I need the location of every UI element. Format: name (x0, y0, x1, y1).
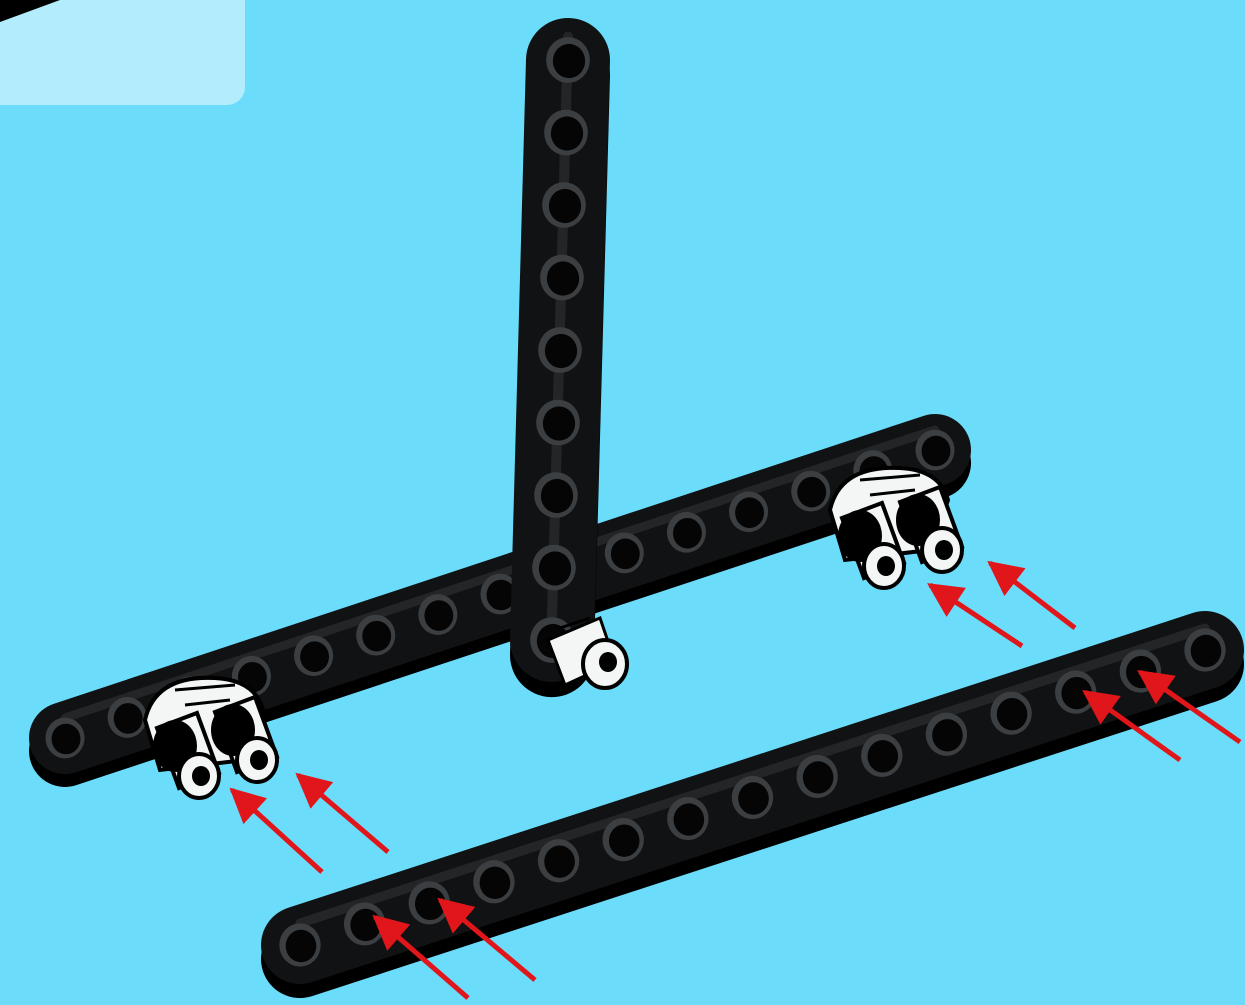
beam-hole (542, 182, 586, 228)
beam-hole (108, 697, 147, 738)
beam-hole (926, 713, 967, 756)
upright-beam (530, 36, 590, 662)
beam-hole (356, 615, 395, 656)
beam-hole (418, 594, 457, 635)
beam-hole (1055, 671, 1096, 714)
beam-hole (473, 860, 514, 903)
beam-hole (532, 545, 576, 591)
beam-hole (1184, 628, 1225, 671)
beam-hole (729, 491, 768, 532)
beam-hole (732, 776, 773, 819)
beam-hole (667, 797, 708, 840)
beam-hole (534, 472, 578, 518)
beam-hole (546, 37, 590, 83)
beam-hole (667, 512, 706, 553)
beam-hole (536, 400, 580, 446)
beam-hole (538, 327, 582, 373)
beam-hole (915, 430, 954, 471)
beam-hole (279, 923, 320, 966)
beam-hole (294, 635, 333, 676)
callout-panel (0, 0, 245, 105)
beam-hole (344, 902, 385, 945)
beam-hole (1120, 649, 1161, 692)
beam-hole (796, 755, 837, 798)
beam-hole (544, 110, 588, 156)
beam-hole (605, 532, 644, 573)
beam-hole (603, 818, 644, 861)
beam-hole (45, 718, 84, 759)
beam-hole (540, 255, 584, 301)
beam-hole (990, 692, 1031, 735)
beam-hole (538, 839, 579, 882)
beam-hole (861, 734, 902, 777)
beam-hole (791, 471, 830, 512)
